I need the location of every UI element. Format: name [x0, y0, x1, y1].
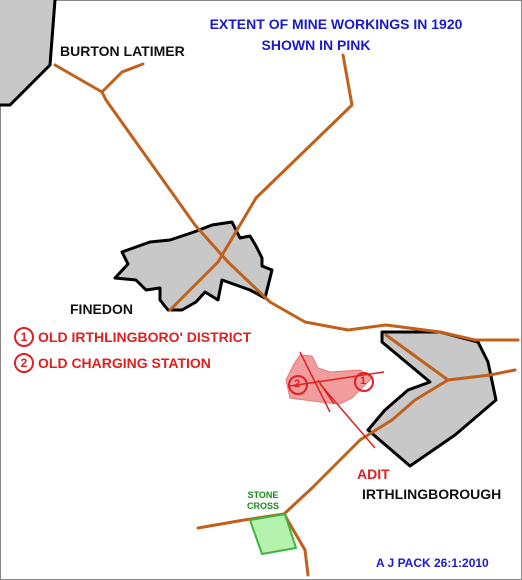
legend-marker-2: 2 — [14, 353, 34, 373]
tramway-adit — [319, 383, 376, 449]
road-burton-latimer-northwest — [100, 62, 145, 94]
road-irthlingborough-inner — [384, 333, 517, 382]
road-irthlingborough-south — [282, 378, 450, 516]
marker-2-number: 2 — [294, 378, 301, 390]
town-outline-burton-latimer — [0, 0, 57, 107]
town-label-irthlingborough: IRTHLINGBOROUGH — [362, 486, 502, 502]
town-label-finedon: FINEDON — [70, 301, 133, 317]
legend-marker-1: 1 — [14, 327, 34, 347]
stone-cross-label-line1: STONE — [247, 490, 279, 500]
marker-2-circle — [288, 375, 308, 395]
marker-1-number: 1 — [360, 375, 367, 387]
legend-item-2: 2 OLD CHARGING STATION — [14, 353, 211, 373]
legend-label-1: OLD IRTHLINGBORO' DISTRICT — [38, 329, 252, 345]
adit-label: ADIT — [357, 466, 390, 482]
legend-label-2: OLD CHARGING STATION — [38, 355, 211, 371]
stone-cross-label-line2: CROSS — [246, 501, 279, 511]
town-area-burton-latimer — [0, 0, 55, 105]
road-burton-latimer-finedon — [53, 63, 272, 304]
map-title-line1: EXTENT OF MINE WORKINGS IN 1920 — [209, 16, 463, 32]
road-finedon-irthlingborough — [268, 300, 520, 342]
road-stone-cross-east — [282, 512, 310, 577]
stone-cross-site — [248, 512, 298, 556]
road-north-to-finedon — [168, 53, 354, 312]
legend-item-1: 1 OLD IRTHLINGBORO' DISTRICT — [14, 327, 251, 347]
roads — [53, 53, 520, 577]
town-area-finedon — [113, 220, 274, 312]
stone-cross-label: STONE CROSS — [238, 490, 288, 512]
credit-text: A J PACK 26:1:2010 — [376, 556, 489, 570]
tramway-north-spur — [299, 351, 331, 413]
tramway-short-spur — [317, 379, 335, 405]
marker-1-circle — [354, 372, 374, 392]
map-title-line2: SHOWN IN PINK — [261, 37, 371, 53]
town-label-burton-latimer: BURTON LATIMER — [60, 43, 185, 59]
town-area-irthlingborough — [366, 330, 498, 468]
